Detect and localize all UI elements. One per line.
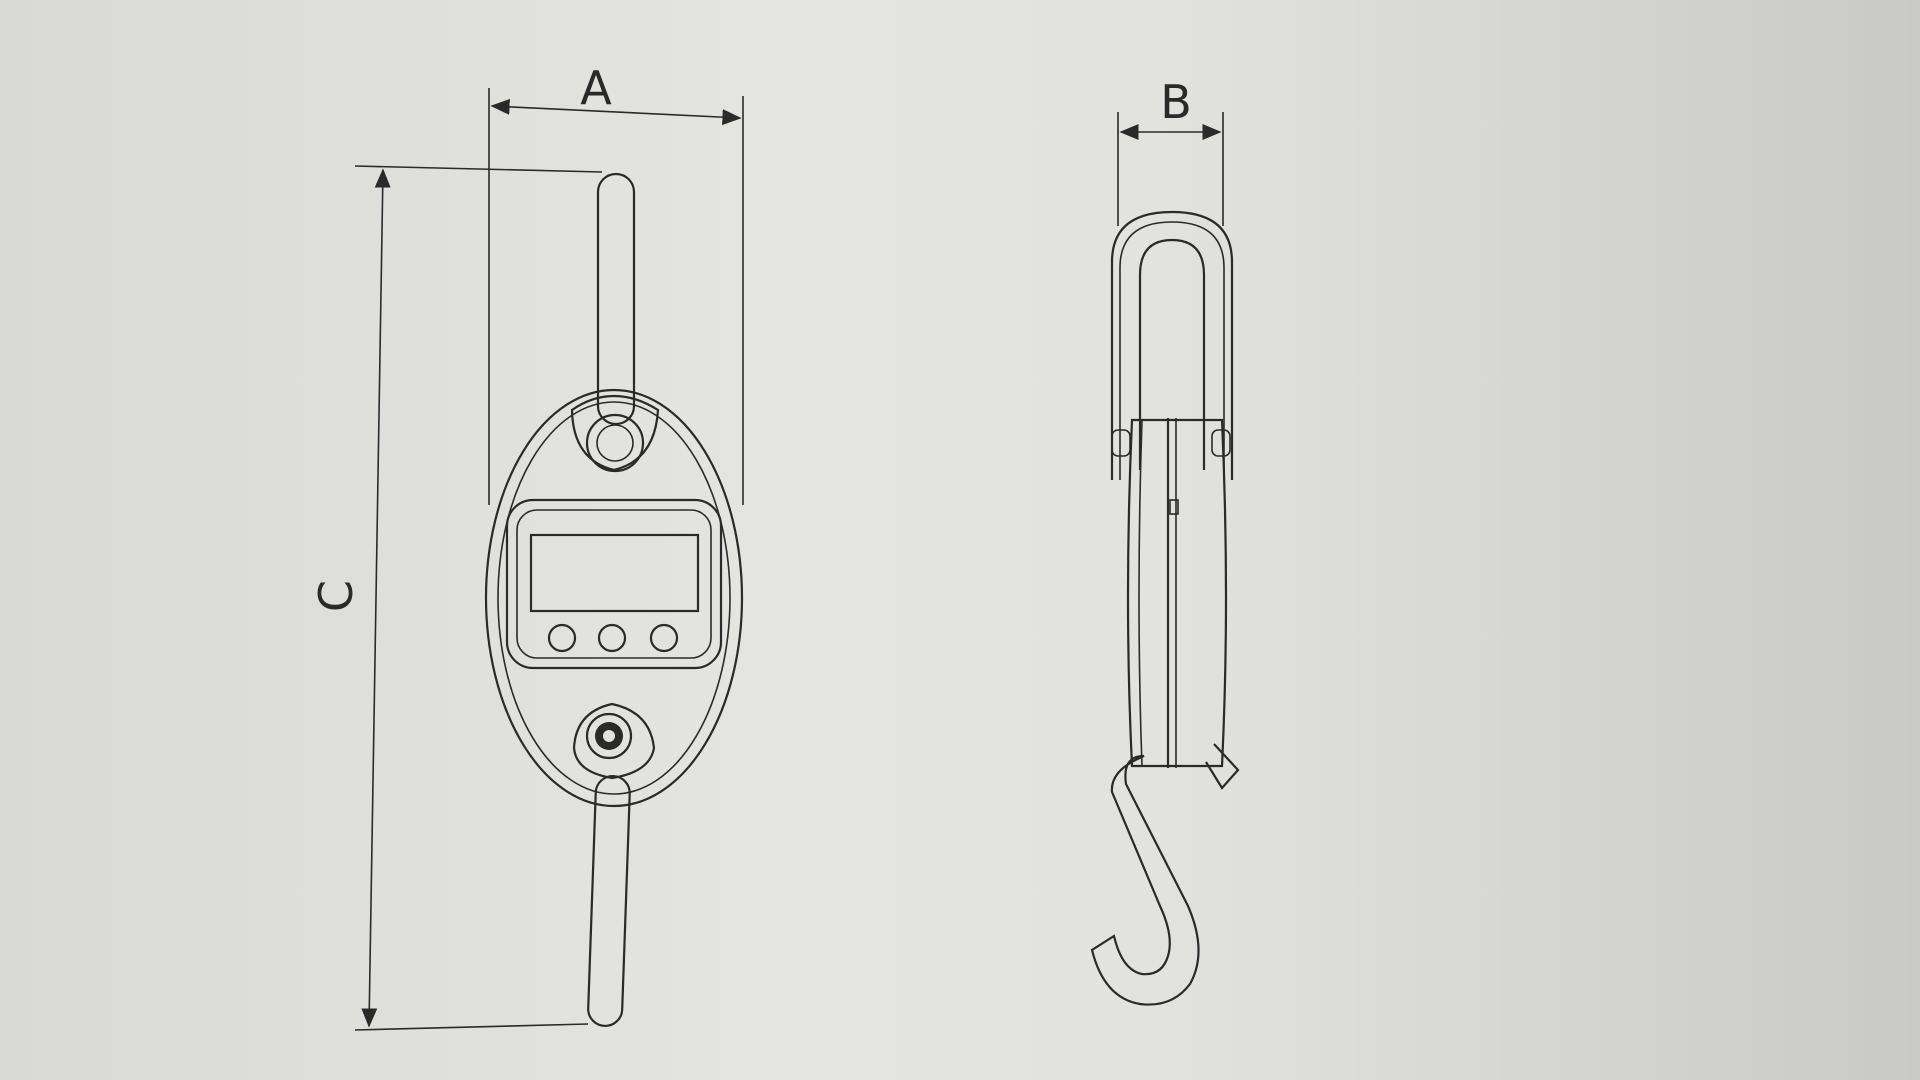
side-shackle-clip-right (1211, 429, 1231, 457)
front-view: A C (309, 61, 744, 1031)
bottom-eye-ring (585, 712, 633, 760)
dimension-label-b: B (1160, 75, 1192, 129)
side-shackle-inner (1138, 238, 1206, 470)
extension-line-bottom (354, 1023, 589, 1031)
side-shackle-edge (1119, 221, 1225, 480)
dimension-c: C (309, 165, 603, 1031)
side-shackle-clip-left (1111, 429, 1131, 457)
dimension-line-c (361, 168, 391, 1028)
dimension-b: B (1117, 75, 1224, 226)
power-button (547, 623, 577, 653)
display-bezel (516, 509, 712, 659)
side-view: B (1090, 75, 1240, 1006)
scale-body-outer (484, 388, 744, 808)
side-shackle-outer (1110, 210, 1234, 480)
bottom-eye-housing (572, 702, 656, 780)
dimension-line-a (490, 98, 742, 126)
side-rear-stub (1205, 743, 1240, 790)
dimension-label-c: C (309, 580, 363, 612)
extension-line-top (354, 165, 603, 173)
top-eye-housing (570, 394, 660, 472)
side-hook (1090, 754, 1200, 1006)
side-body-outer (1126, 418, 1228, 768)
top-eye-ring (585, 413, 645, 473)
top-eye-pin (596, 424, 634, 462)
display-frame (505, 498, 723, 670)
side-body-face (1138, 419, 1143, 767)
scale-body-inner (497, 401, 731, 795)
tare-button (597, 623, 627, 653)
bottom-hook-bar (587, 774, 631, 1028)
unit-button (649, 623, 679, 653)
lcd-screen (529, 533, 700, 613)
bottom-eye-hole (603, 730, 615, 742)
dimension-label-a: A (580, 61, 612, 115)
side-button-nub (1169, 499, 1179, 515)
top-shackle-bar (596, 172, 636, 426)
dimension-a: A (488, 61, 744, 505)
